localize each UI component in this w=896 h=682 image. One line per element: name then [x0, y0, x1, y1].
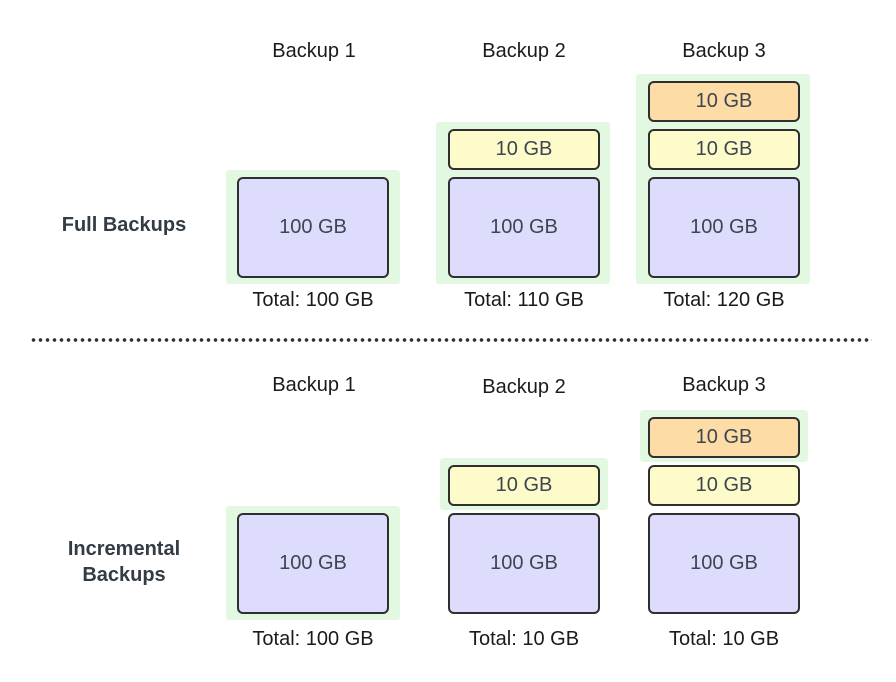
full-backup-2-base-block: 100 GB	[448, 177, 600, 278]
full-backups-label: Full Backups	[61, 214, 187, 236]
section-divider	[30, 338, 872, 342]
incremental-backup-3-base-block: 100 GB	[648, 513, 800, 614]
full-backup-3-base-block: 100 GB	[648, 177, 800, 278]
incremental-backups-label: Incremental Backups	[44, 536, 204, 588]
incremental-backup-1-total: Total: 100 GB	[252, 628, 374, 650]
full-backup-2-title: Backup 2	[482, 40, 566, 62]
full-backup-2-total: Total: 110 GB	[464, 289, 584, 311]
incremental-backup-1-base-block: 100 GB	[237, 513, 389, 614]
incremental-backups-label-line-2: Backups	[82, 564, 166, 586]
full-backup-3-title: Backup 3	[682, 40, 766, 62]
incremental-backup-3-newest-increment-block: 10 GB	[648, 417, 800, 458]
incremental-backup-3-increment-block: 10 GB	[648, 465, 800, 506]
full-backup-1-base-block: 100 GB	[237, 177, 389, 278]
incremental-backup-2-base-block: 100 GB	[448, 513, 600, 614]
full-backup-3-increment-block: 10 GB	[648, 129, 800, 170]
incremental-backup-2-total: Total: 10 GB	[468, 628, 580, 650]
incremental-backups-label-line-1: Incremental	[67, 538, 181, 560]
full-backup-2-increment-block: 10 GB	[448, 129, 600, 170]
incremental-backup-3-total: Total: 10 GB	[668, 628, 780, 650]
full-backup-3-newest-increment-block: 10 GB	[648, 81, 800, 122]
full-backup-1-total: Total: 100 GB	[252, 289, 374, 311]
incremental-backup-3-title: Backup 3	[682, 374, 766, 396]
incremental-backup-2-title: Backup 2	[482, 376, 566, 398]
incremental-backup-1-title: Backup 1	[272, 374, 356, 396]
full-backup-1-title: Backup 1	[272, 40, 356, 62]
full-backup-3-total: Total: 120 GB	[663, 289, 785, 311]
incremental-backup-2-increment-block: 10 GB	[448, 465, 600, 506]
